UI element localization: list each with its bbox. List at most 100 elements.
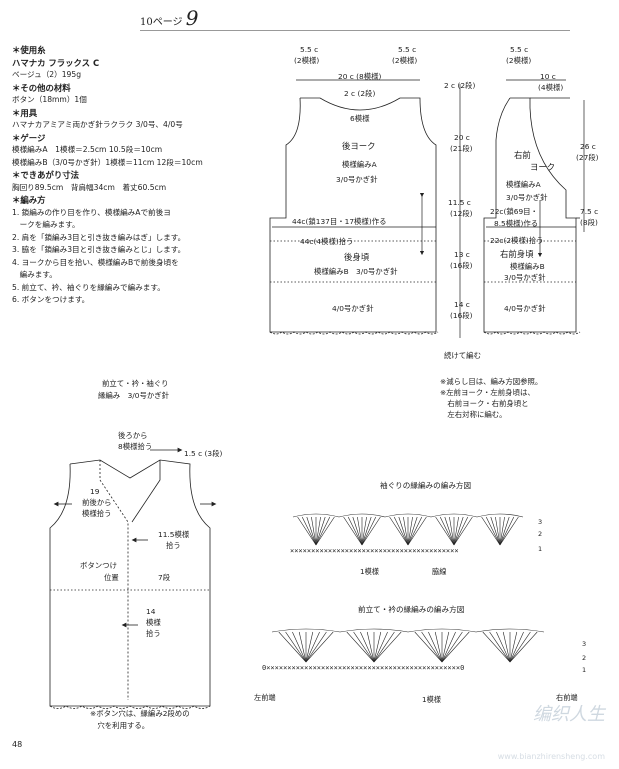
back-body-pattern: 模様編みB 3/0号かぎ針 [314,267,398,276]
front-lower-hook: 4/0号かぎ針 [504,304,546,313]
edging-front-pick2: 前後から [82,498,112,507]
fan-arc [339,628,409,633]
edging-back-pick: 後ろから [118,431,148,440]
front-length: 26 c [580,142,596,151]
front-pickup: 22c(2模様)拾う [490,236,544,245]
fan-stroke [305,631,334,663]
materials-line: ＊できあがり寸法 [12,170,79,180]
fan-stroke [453,516,459,546]
materials-line: 1. 鎖編みの作り目を作り、模様編みAで前後ヨ [12,207,171,217]
edging-labels: 前立て・衿・袖ぐり 縁編み 3/0号かぎ針 後ろから 8模様拾う 1.5 c (… [80,379,222,730]
fan-stroke [434,631,443,663]
fan-stroke [373,631,382,663]
materials-line: ボタン（18mm）1個 [12,95,87,104]
fan-arc [338,513,386,518]
front-yoke-pattern: 模様編みA [506,180,541,189]
front-armhole: 7.5 c [580,207,598,216]
edging-mid-pick2: 拾う [166,541,181,550]
materials-line: 5. 前立て、衿、袖ぐりを縁編みで編みます。 [12,282,165,292]
front-piece-outline [483,97,581,335]
front-body-pattern: 模様編みB [510,262,545,271]
back-shoulder-r2: (2模様) [392,56,417,65]
fan-stroke [373,631,395,663]
fan-arc [407,628,477,633]
edging-note2: 穴を利用する。 [90,721,149,730]
fan-stroke [361,516,377,546]
materials-line: ＊用具 [12,107,38,118]
back-pickup: 44c(4模様)拾う [300,237,354,246]
fan-stroke [403,516,409,546]
fan-stroke [361,516,367,546]
back-yoke-hook: 3/0号かぎ針 [336,175,378,184]
back-neck-depth: 2 c (2段) [344,89,375,98]
fan-stroke [297,516,317,546]
fan-stroke [499,516,510,546]
fan-stroke [278,631,307,663]
fan-arc [292,513,340,518]
front-edge-chart: 前立て・衿の縁編みの編み方図 0××××××××××××××××××××××××… [254,604,586,704]
front-edge-chart-label: 1模様 [422,695,441,704]
fan-stroke [509,631,524,663]
edging-front-pick3: 模様拾う [82,509,112,518]
mid-continue: 続けて編む [444,351,481,360]
fan-arc [475,628,545,633]
materials-line: ＊使用糸 [12,45,46,55]
materials-line: 胸回り89.5cm 背肩幅34cm 着丈60.5cm [12,182,167,192]
mid-d5: 14 c [454,300,470,309]
edging-low-pick2: 模様 [146,618,161,627]
mid-d4: 13 c [454,250,470,259]
front-chain-start: 22c(鎖69目・ [490,207,538,216]
edging-back-pick2: 8模様拾う [118,442,152,451]
fan-stroke [366,631,375,663]
fan-arc [430,513,478,518]
fan-arc [476,513,524,518]
fan-stroke [398,516,409,546]
fan-stroke [298,631,307,663]
header-rule [140,30,570,31]
fan-stroke [441,631,450,663]
fan-stroke [407,516,423,546]
fan-stroke [393,516,409,546]
page-ref: 10ページ [140,17,183,28]
materials-line: ハマナカアミアミ両かぎ針ラクラク 3/0号、4/0号 [12,120,183,129]
fan-stroke [509,631,531,663]
armhole-row-3: 3 [538,518,542,526]
fan-stroke [421,631,443,663]
edging-front-pick: 19 [90,487,100,496]
fan-stroke [311,516,317,546]
fan-stroke [453,516,464,546]
note-2: ※左前ヨーク・左前身頃は、 [440,388,535,397]
armhole-fans [292,513,524,546]
fan-stroke [435,516,455,546]
fan-stroke [414,631,443,663]
fan-stroke [292,631,307,663]
fan-stroke [428,631,443,663]
fan-stroke [361,516,372,546]
fan-stroke [301,516,317,546]
fan-stroke [346,631,375,663]
fan-stroke [305,631,327,663]
fan-stroke [441,631,456,663]
back-shoulder-l2: (2模様) [294,56,319,65]
fan-stroke [441,631,463,663]
armhole-row-2: 2 [538,530,542,538]
fan-stroke [407,516,413,546]
mid-d2b: (21段) [450,144,473,153]
fan-stroke [502,631,511,663]
edging-button: ボタンつけ [80,561,117,570]
notes-block: ※減らし目は、編み方図参照。 ※左前ヨーク・左前身頃は、 右前ヨーク・右前身頃と… [440,377,542,419]
fan-arc [384,513,432,518]
fan-stroke [499,516,519,546]
materials-line: 模様編みB（3/0号かぎ針）1模様＝11cm 12段＝10cm [12,157,203,167]
fan-stroke [495,516,501,546]
fan-stroke [373,631,402,663]
fan-stroke [444,516,455,546]
back-shoulder-l: 5.5 c [300,45,318,54]
fan-stroke [439,516,455,546]
edging-diagram-outline [49,447,217,709]
fan-stroke [315,516,321,546]
back-chain-start: 44c(鎖137目・17模様)作る [292,217,386,226]
back-shoulder-r: 5.5 c [398,45,416,54]
